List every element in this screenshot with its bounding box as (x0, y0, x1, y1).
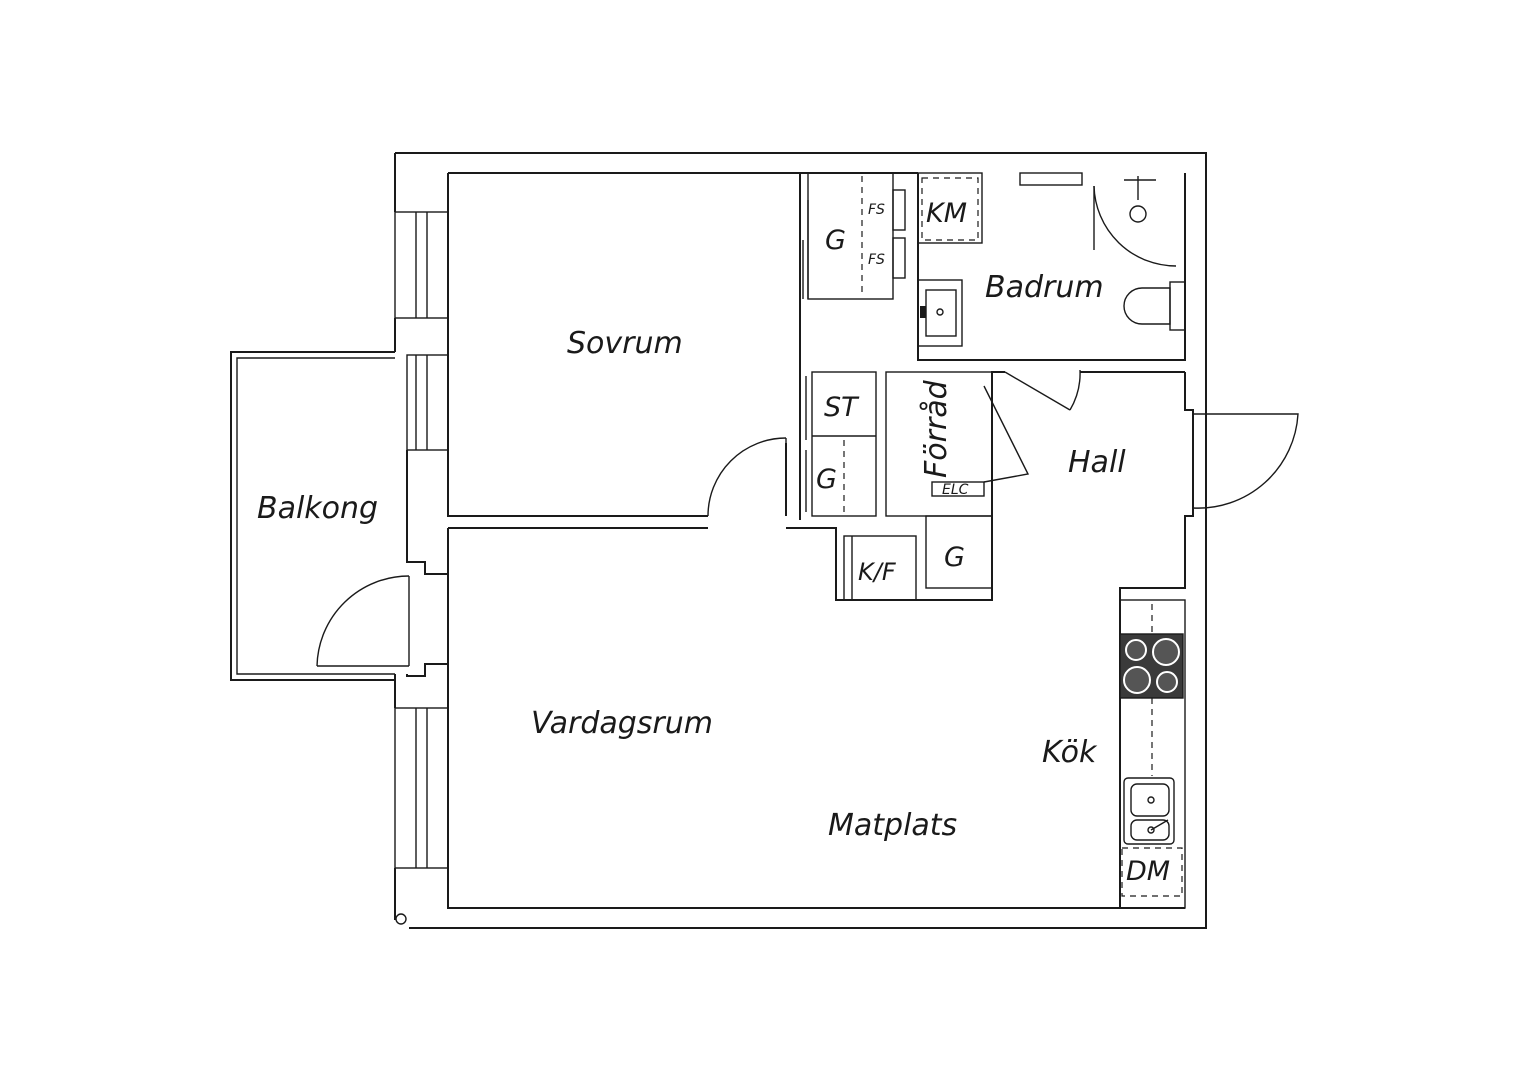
fixture-label-fs: FS (868, 202, 885, 218)
fixture-label-kf: K/F (858, 558, 897, 586)
fixture-label-fs: FS (868, 252, 885, 268)
room-label-hall: Hall (1068, 445, 1126, 480)
fixture-label-dm: DM (1126, 856, 1170, 887)
fixture-label-wardrobe: G (944, 542, 965, 573)
room-label-kok: Kök (1042, 735, 1098, 770)
room-label-vardagsrum: Vardagsrum (531, 706, 713, 741)
fixture-label-elc: ELC (942, 482, 969, 498)
burner (1156, 671, 1178, 693)
outer-walls (394, 152, 1207, 929)
balcony (230, 351, 410, 681)
kitchen-counter (1119, 599, 1186, 909)
burner (1123, 666, 1151, 694)
bedroom-wardrobes (802, 172, 906, 517)
burner (1152, 638, 1180, 666)
fixture-label-st: ST (824, 392, 860, 423)
room-label-matplats: Matplats (828, 808, 957, 843)
fixture-label-wardrobe: G (816, 464, 837, 495)
room-label-balkong: Balkong (257, 491, 378, 526)
fixture-label-wardrobe: G (825, 225, 846, 256)
burner (1125, 639, 1147, 661)
room-label-sovrum: Sovrum (567, 326, 683, 361)
room-label-forrad: Förråd (919, 379, 954, 478)
fixture-label-km: KM (926, 198, 967, 229)
storage-room (843, 371, 1030, 601)
bathroom-fixtures (917, 172, 1186, 347)
kitchen-sink (1123, 777, 1175, 845)
room-label-badrum: Badrum (985, 270, 1104, 305)
